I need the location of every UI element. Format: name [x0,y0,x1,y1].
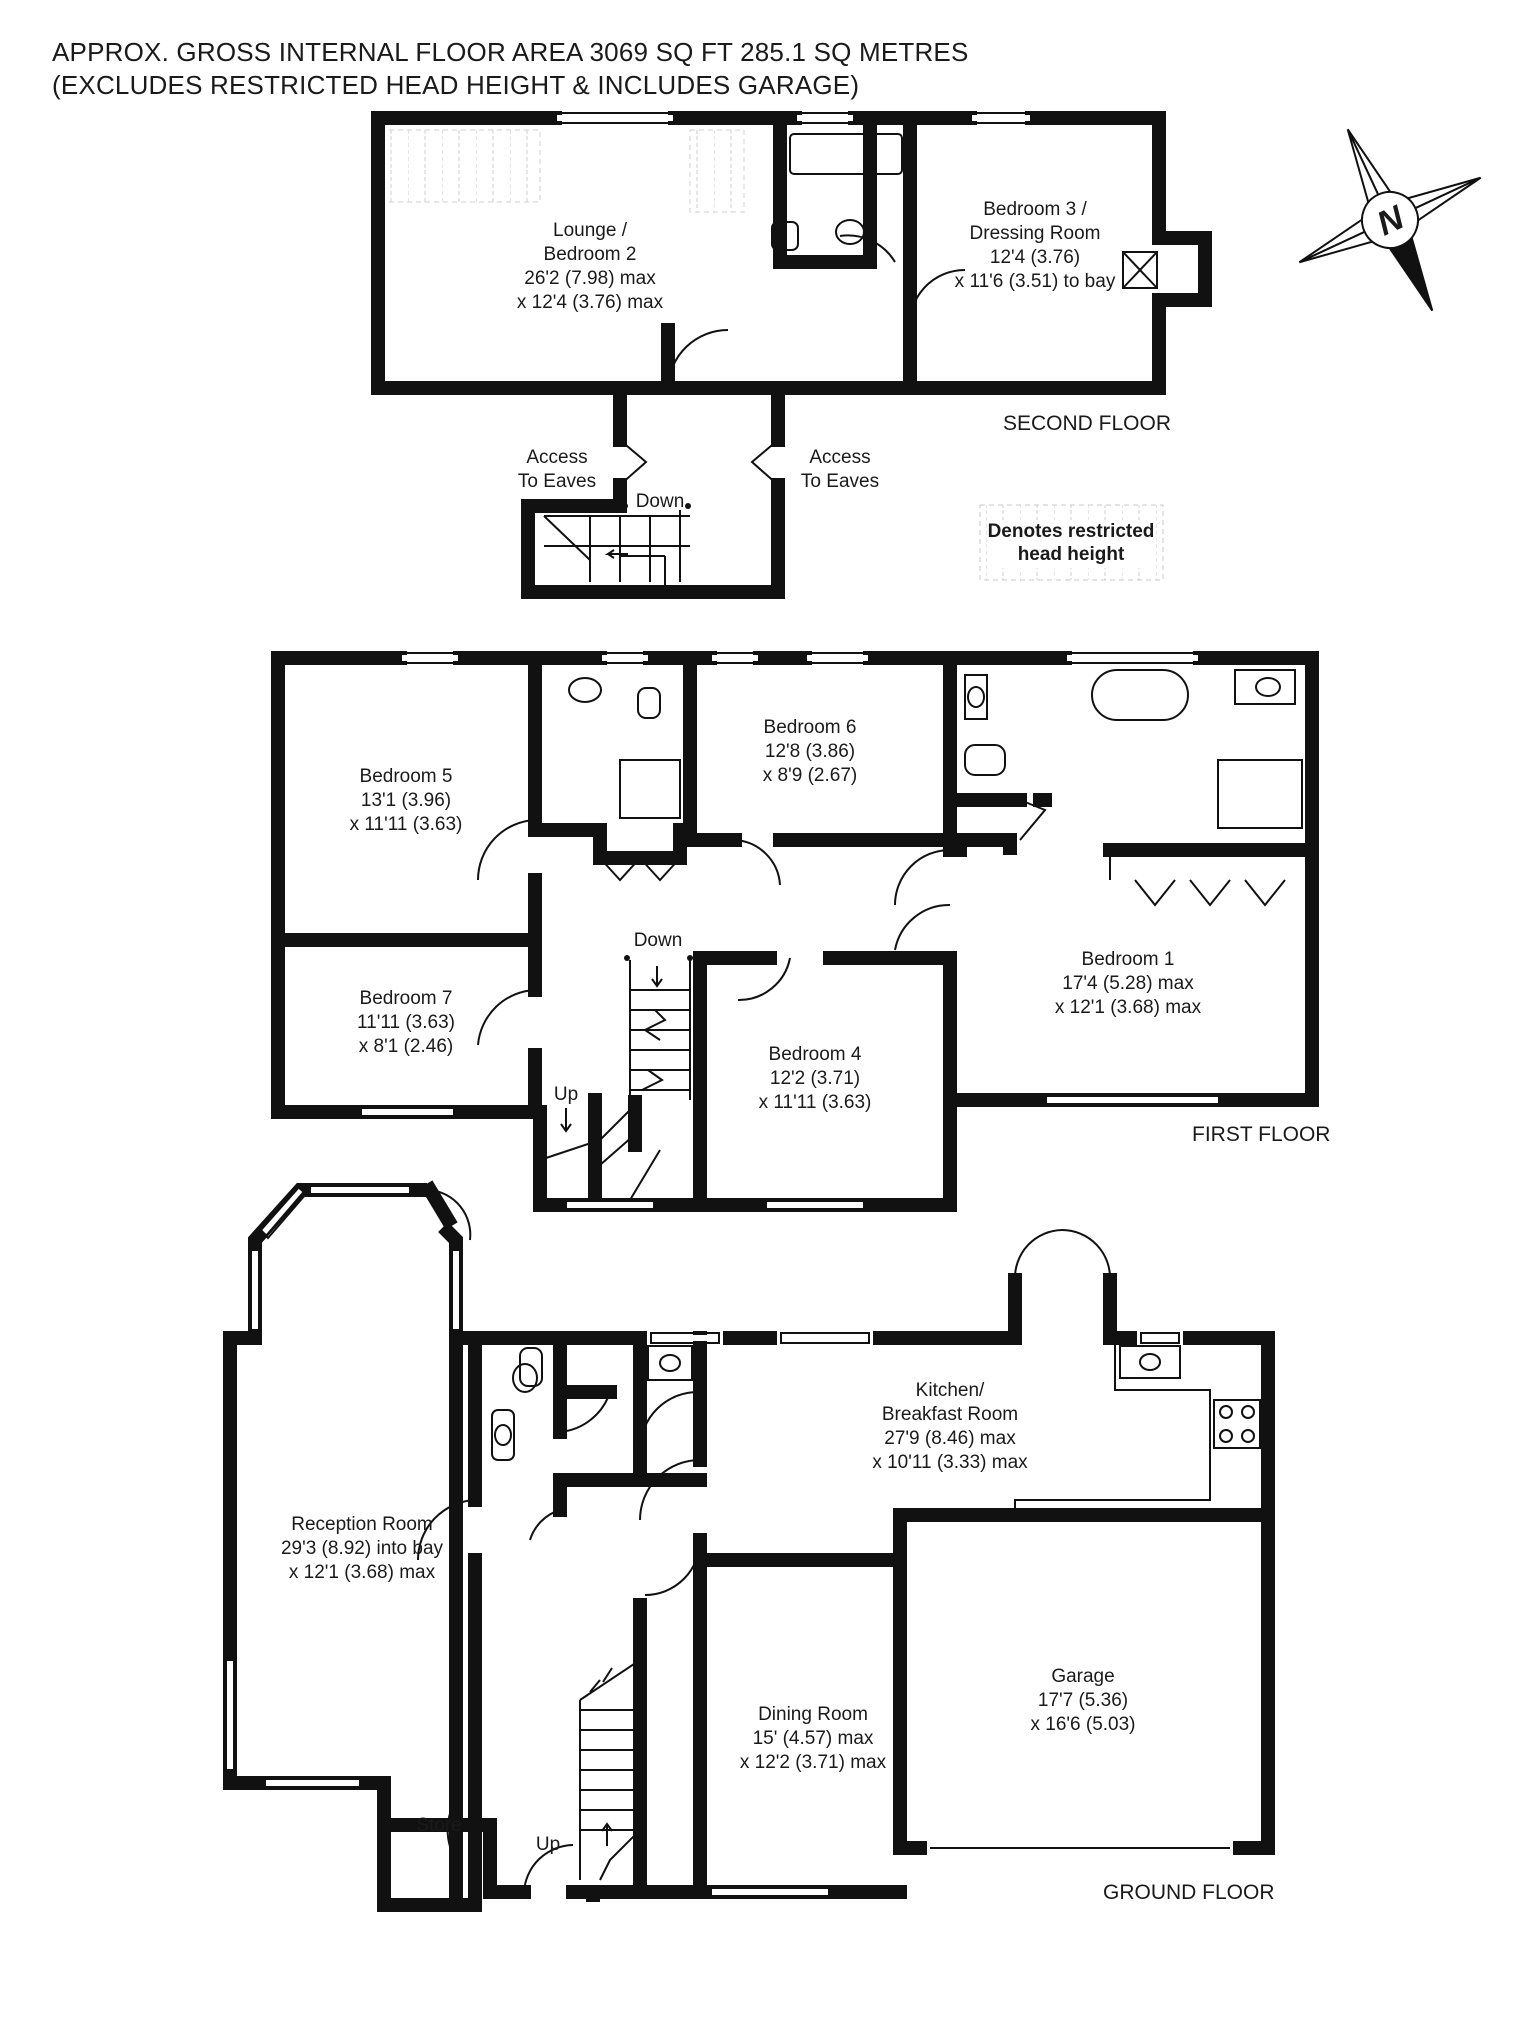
room-lounge-size: 26'2 (7.98) max [524,268,656,289]
room-lounge-size-2: x 12'4 (3.76) max [517,292,664,313]
room-bedroom3-size: 12'4 (3.76) [990,247,1080,268]
room-bedroom7-name: Bedroom 7 [360,988,453,1009]
room-bedroom6-name: Bedroom 6 [764,717,857,738]
ground-floor [223,1180,1275,1912]
room-bedroom5-size-2: x 11'11 (3.63) [350,814,463,835]
room-dining-name: Dining Room [758,1704,868,1725]
room-bedroom1-name: Bedroom 1 [1082,949,1175,970]
room-reception-size-2: x 12'1 (3.68) max [289,1562,436,1583]
floor-label-ground: GROUND FLOOR [1103,1881,1275,1904]
room-kitchen-name: Kitchen/ [916,1380,985,1401]
room-garage-size-2: x 16'6 (5.03) [1030,1714,1135,1735]
room-lounge-name-2: Bedroom 2 [544,244,637,265]
restricted-area [379,129,541,203]
eaves-left-line-1: Access [526,447,587,468]
eaves-left-line-2: To Eaves [518,471,596,492]
stairs-up-label: Up [554,1084,578,1105]
compass: N [1298,128,1482,312]
room-reception-name: Reception Room [291,1514,433,1535]
room-bedroom4-size-2: x 11'11 (3.63) [759,1092,872,1113]
room-kitchen-size: 27'9 (8.46) max [884,1428,1016,1449]
room-store-name: Store [416,1815,461,1836]
floor-label-second: SECOND FLOOR [1003,412,1171,435]
room-bedroom1-size: 17'4 (5.28) max [1062,973,1194,994]
floor-area-note: (EXCLUDES RESTRICTED HEAD HEIGHT & INCLU… [52,70,860,100]
legend: Denotes restricted head height [979,504,1164,581]
room-bedroom7-size: 11'11 (3.63) [357,1012,455,1033]
room-reception-size: 29'3 (8.92) into bay [281,1538,444,1559]
page-header: APPROX. GROSS INTERNAL FLOOR AREA 3069 S… [52,36,969,102]
floor-area-title: APPROX. GROSS INTERNAL FLOOR AREA 3069 S… [52,37,969,67]
room-bedroom4-size: 12'2 (3.71) [770,1068,860,1089]
first-floor [271,651,1319,1212]
room-lounge-name: Lounge / [553,220,628,241]
eaves-right-line-1: Access [809,447,870,468]
room-bedroom7-size-2: x 8'1 (2.46) [359,1036,453,1057]
room-bedroom5-name: Bedroom 5 [360,766,453,787]
room-kitchen-name-2: Breakfast Room [882,1404,1018,1425]
room-bedroom6-size: 12'8 (3.86) [765,741,855,762]
room-bedroom4-name: Bedroom 4 [769,1044,862,1065]
restricted-area [689,129,745,213]
room-kitchen-size-2: x 10'11 (3.33) max [872,1452,1028,1473]
stairs-down-label: Down [634,930,683,951]
room-bedroom6-size-2: x 8'9 (2.67) [763,765,857,786]
eaves-right-line-2: To Eaves [801,471,879,492]
room-garage-name: Garage [1051,1666,1114,1687]
room-bedroom1-size-2: x 12'1 (3.68) max [1055,997,1202,1018]
room-garage-size: 17'7 (5.36) [1038,1690,1128,1711]
stairs-up-label: Up [536,1834,560,1855]
room-dining-size-2: x 12'2 (3.71) max [740,1752,887,1773]
room-bedroom3-name-2: Dressing Room [970,223,1101,244]
room-bedroom3-size-2: x 11'6 (3.51) to bay [955,271,1116,292]
legend-line-1: Denotes restricted [988,521,1155,542]
room-bedroom3-name: Bedroom 3 / [983,199,1087,220]
room-dining-size: 15' (4.57) max [753,1728,874,1749]
legend-line-2: head height [1018,544,1125,565]
stairs-down-label: Down [636,491,685,512]
room-bedroom5-size: 13'1 (3.96) [361,790,451,811]
second-floor [371,111,1212,599]
floor-label-first: FIRST FLOOR [1192,1123,1330,1146]
